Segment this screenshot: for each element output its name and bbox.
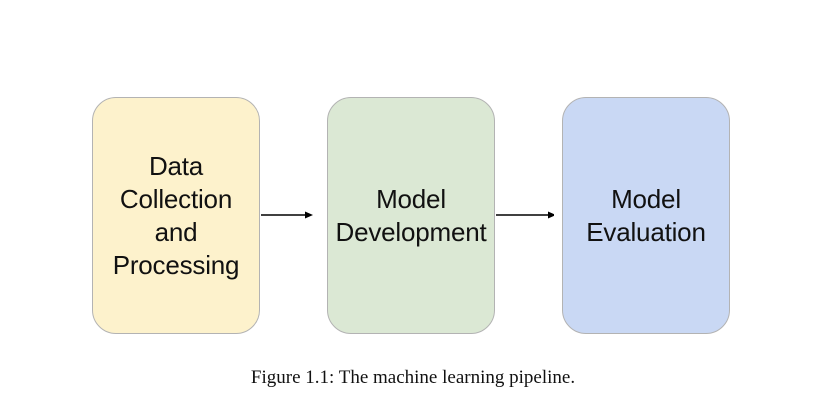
stage-label: Model Evaluation — [586, 183, 706, 247]
stage-box-data-collection: Data Collection and Processing — [92, 97, 260, 334]
stage-box-model-evaluation: Model Evaluation — [562, 97, 730, 334]
stage-label: Model Development — [335, 183, 487, 247]
arrow-right-icon — [261, 211, 313, 219]
stage-box-model-development: Model Development — [327, 97, 495, 334]
arrow-right-icon — [496, 211, 554, 219]
figure-caption: Figure 1.1: The machine learning pipelin… — [250, 367, 576, 388]
stage-label: Data Collection and Processing — [112, 150, 240, 280]
